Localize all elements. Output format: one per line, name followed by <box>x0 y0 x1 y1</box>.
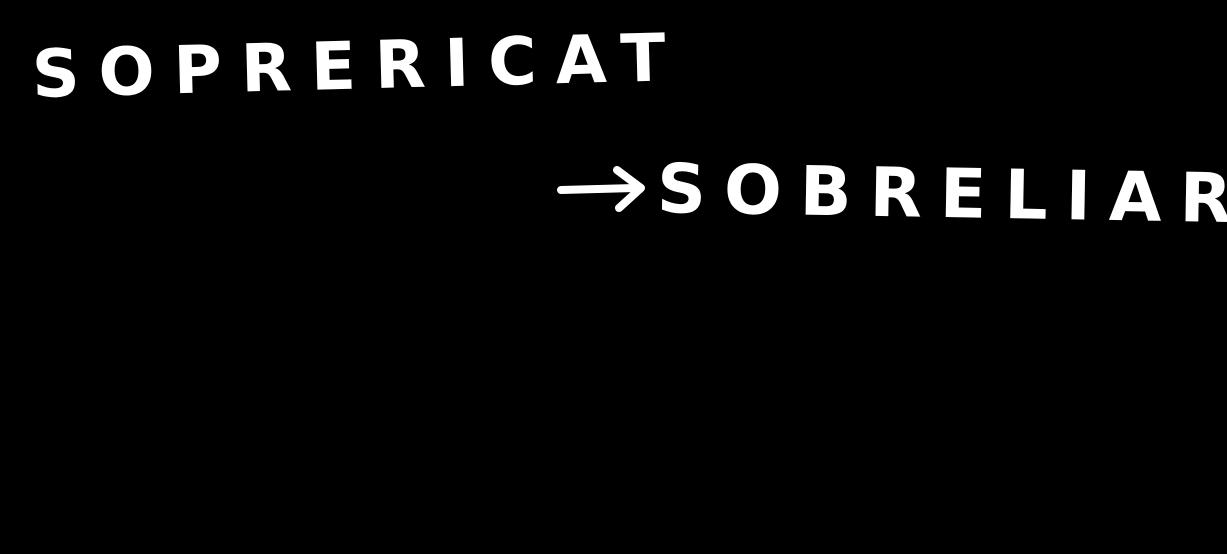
translation-line: SOBRELIAR <box>555 150 1227 239</box>
right-arrow-icon <box>557 166 645 212</box>
handwritten-word-soprericat: SOPRERICAT <box>30 18 686 113</box>
handwritten-word-sobreliar: SOBRELIAR <box>656 150 1227 240</box>
